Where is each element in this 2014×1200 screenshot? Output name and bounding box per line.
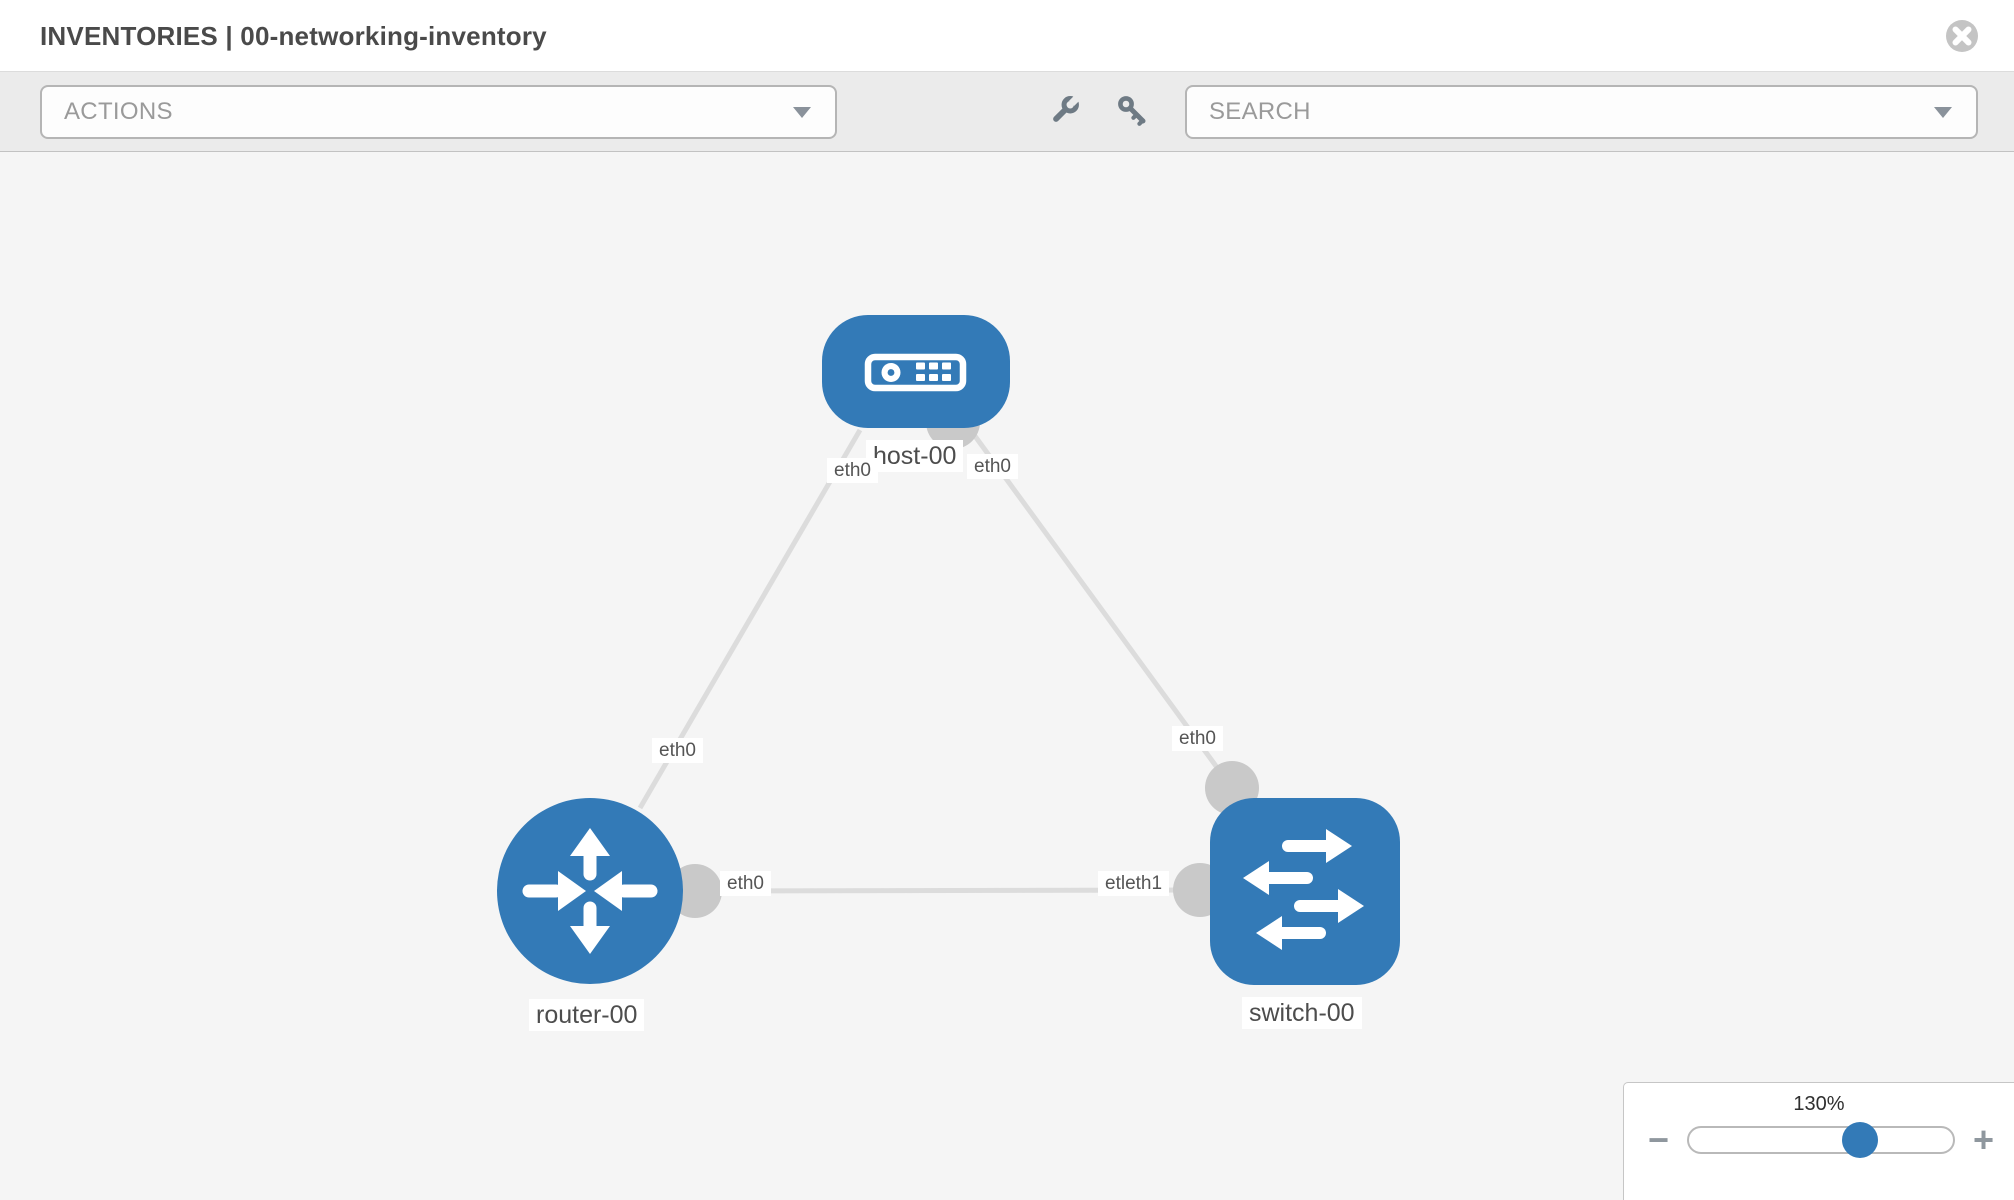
close-icon[interactable] [1944,18,1980,54]
node-router-00[interactable] [497,798,683,984]
header-bar: INVENTORIES | 00-networking-inventory [0,0,2014,72]
node-label-host: host-00 [866,440,964,472]
search-dropdown[interactable]: SEARCH [1185,85,1978,139]
node-label-switch: switch-00 [1242,997,1362,1029]
wrench-icon[interactable] [1046,92,1086,132]
if-label-host-left: eth0 [827,458,878,484]
zoom-panel: 130% − + [1623,1082,2014,1200]
topology-canvas[interactable]: host-00 router-00 switch-00 eth0 eth0 et… [0,152,2014,1200]
node-switch-00[interactable] [1210,798,1400,985]
zoom-slider-track[interactable] [1687,1122,1955,1158]
chevron-down-icon [1934,107,1952,118]
actions-dropdown[interactable]: ACTIONS [40,85,837,139]
router-icon [522,828,658,954]
actions-dropdown-label: ACTIONS [64,98,173,125]
server-icon [864,353,967,392]
zoom-slider-thumb[interactable] [1841,1122,1878,1158]
if-label-switch-left: etleth1 [1098,871,1170,897]
search-dropdown-label: SEARCH [1209,98,1311,125]
toolbar: ACTIONS SEARCH [0,72,2014,152]
if-label-switch-top: eth0 [1172,726,1223,752]
topology-diagram [497,315,1400,985]
if-label-host-right: eth0 [967,454,1018,480]
if-label-router-top: eth0 [652,738,703,764]
zoom-out-button[interactable]: − [1648,1119,1670,1160]
if-label-router-right: eth0 [720,871,771,897]
node-label-router: router-00 [529,999,645,1031]
zoom-level: 130% [1793,1093,1845,1115]
page-title: INVENTORIES | 00-networking-inventory [40,21,547,51]
node-host-00[interactable] [822,315,1010,428]
chevron-down-icon [793,107,811,118]
switch-icon [1243,829,1364,950]
zoom-in-button[interactable]: + [1972,1119,1994,1160]
key-icon[interactable] [1114,92,1154,132]
